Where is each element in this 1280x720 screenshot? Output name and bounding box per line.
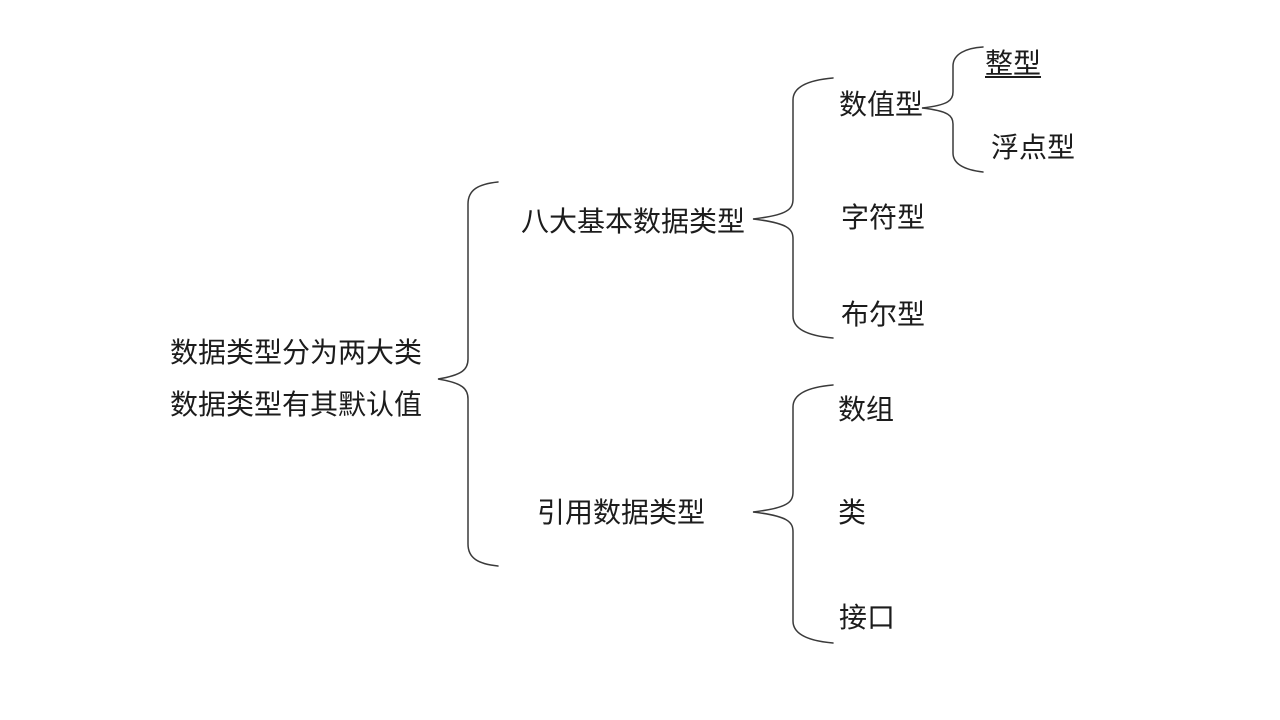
node-boolean-type: 布尔型 [841, 299, 926, 330]
node-interface-type: 接口 [839, 602, 896, 633]
node-float-type: 浮点型 [991, 132, 1076, 163]
branch-reference-types: 引用数据类型 [537, 497, 706, 528]
node-class-type: 类 [838, 497, 867, 528]
node-char-type: 字符型 [841, 202, 926, 233]
brace-basic-types [752, 77, 834, 339]
root-topic-line-2: 数据类型有其默认值 [170, 389, 423, 420]
brace-root [437, 181, 499, 567]
brace-numeric [921, 46, 984, 173]
root-topic-line-1: 数据类型分为两大类 [170, 337, 423, 368]
branch-basic-types: 八大基本数据类型 [521, 206, 746, 237]
brace-reference [752, 384, 834, 644]
node-numeric-type: 数值型 [839, 89, 924, 120]
node-array-type: 数组 [838, 394, 895, 425]
node-integer-type: 整型 [985, 48, 1042, 79]
